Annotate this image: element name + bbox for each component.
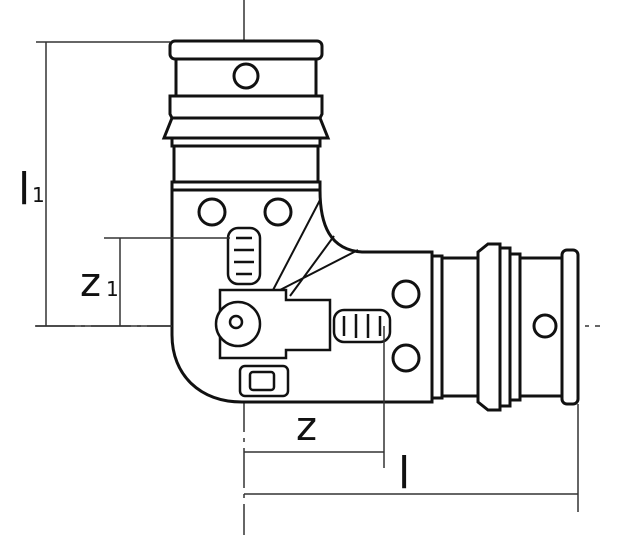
top-socket-inspection-hole xyxy=(232,62,260,90)
top-socket-collar xyxy=(161,116,331,140)
right-socket-collar xyxy=(476,242,502,412)
right-socket-rim xyxy=(560,248,580,406)
body-hole-4 xyxy=(391,343,421,373)
top-socket xyxy=(161,39,331,192)
horizontal-indicator xyxy=(332,308,392,344)
elbow-body xyxy=(170,188,434,404)
horizontal-indicator-grip xyxy=(342,314,382,338)
press-indicators xyxy=(214,226,392,398)
body-hole-3 xyxy=(391,279,421,309)
label-l1-sub: 1 xyxy=(32,183,45,207)
right-socket-sleeve xyxy=(440,256,480,398)
dimension-lines xyxy=(36,41,579,512)
vertical-indicator-grip xyxy=(234,236,254,276)
top-socket-sleeve xyxy=(172,144,320,184)
top-socket-flare xyxy=(168,94,324,120)
elbow-rib xyxy=(271,199,359,297)
label-z1-sub: 1 xyxy=(106,277,119,301)
vertical-indicator xyxy=(226,226,262,286)
body-hole-1 xyxy=(197,197,227,227)
bottom-nut-inner xyxy=(248,370,276,392)
dimension-labels: l 1 z 1 z l xyxy=(18,164,410,499)
right-socket xyxy=(430,242,580,412)
label-z: z xyxy=(296,404,317,450)
label-z1: z xyxy=(80,260,101,306)
right-socket-inspection-hole xyxy=(532,313,558,339)
tab-center-dot xyxy=(228,314,244,330)
label-l: l xyxy=(398,448,410,499)
label-l1: l xyxy=(18,164,30,215)
body-hole-2 xyxy=(263,197,293,227)
top-socket-rim xyxy=(168,39,324,61)
